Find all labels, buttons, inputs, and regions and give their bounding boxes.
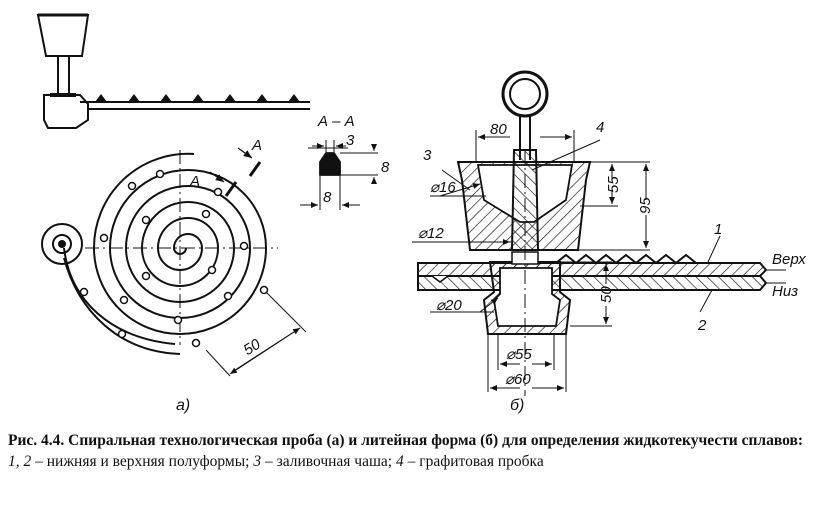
legend-number-3: 3 xyxy=(253,453,262,470)
cut-label-a-1: А xyxy=(251,137,262,154)
bottom-label: Низ xyxy=(772,283,798,300)
spiral-side-view xyxy=(36,13,310,129)
label-1: 1 xyxy=(714,221,722,238)
diameter-16: ⌀16 xyxy=(430,179,456,196)
sublabel-b: б) xyxy=(510,397,524,414)
label-2: 2 xyxy=(697,317,707,334)
diameter-20: ⌀20 xyxy=(436,297,462,314)
cut-label-a-2: А xyxy=(189,173,200,190)
diameter-55: ⌀55 xyxy=(506,346,532,363)
dim-50-left: 50 xyxy=(240,335,264,359)
spiral-side-teeth xyxy=(95,94,300,102)
dim-50-left-lines xyxy=(205,291,307,377)
pouring-cup xyxy=(456,149,592,251)
dim-50-vertical: 50 xyxy=(598,286,615,303)
mould-halves xyxy=(417,251,768,335)
dim-3: 3 xyxy=(346,132,355,149)
dim-55-vertical: 55 xyxy=(605,176,622,193)
label-4: 4 xyxy=(596,119,604,136)
diameter-12: ⌀12 xyxy=(418,225,444,242)
cut-markers xyxy=(209,147,262,197)
legend-number-4: 4 xyxy=(395,453,404,470)
sublabel-a: а) xyxy=(176,397,190,414)
figure-caption: Рис. 4.4. Спиральная технологическая про… xyxy=(8,430,820,472)
caption-legend: 1, 2 – нижняя и верхняя полуформы; 3 – з… xyxy=(8,451,820,472)
legend-text-3: – заливочная чаша; xyxy=(261,453,396,470)
dim-8-horizontal: 8 xyxy=(323,189,332,206)
dim-95: 95 xyxy=(637,197,654,214)
figure-diagram: А – А 3 8 8 xyxy=(36,13,806,414)
dim-8-vertical: 8 xyxy=(381,159,390,176)
section-label: А – А xyxy=(317,113,355,130)
diameter-60: ⌀60 xyxy=(505,371,531,388)
legend-text-1-2: – нижняя и верхняя полуформы; xyxy=(31,453,254,470)
section-profile xyxy=(300,140,378,210)
spiral-plan-view xyxy=(41,150,278,355)
label-3: 3 xyxy=(423,147,432,164)
dims-right-lines xyxy=(412,130,786,392)
top-label: Верх xyxy=(772,251,806,268)
graphite-plug-handle xyxy=(501,70,549,160)
caption-title: Рис. 4.4. Спиральная технологическая про… xyxy=(8,432,804,449)
spiral-markers xyxy=(79,169,269,348)
legend-number-1-2: 1, 2 xyxy=(8,453,32,470)
legend-text-4: – графитовая пробка xyxy=(403,453,544,470)
dim-80: 80 xyxy=(490,121,507,138)
